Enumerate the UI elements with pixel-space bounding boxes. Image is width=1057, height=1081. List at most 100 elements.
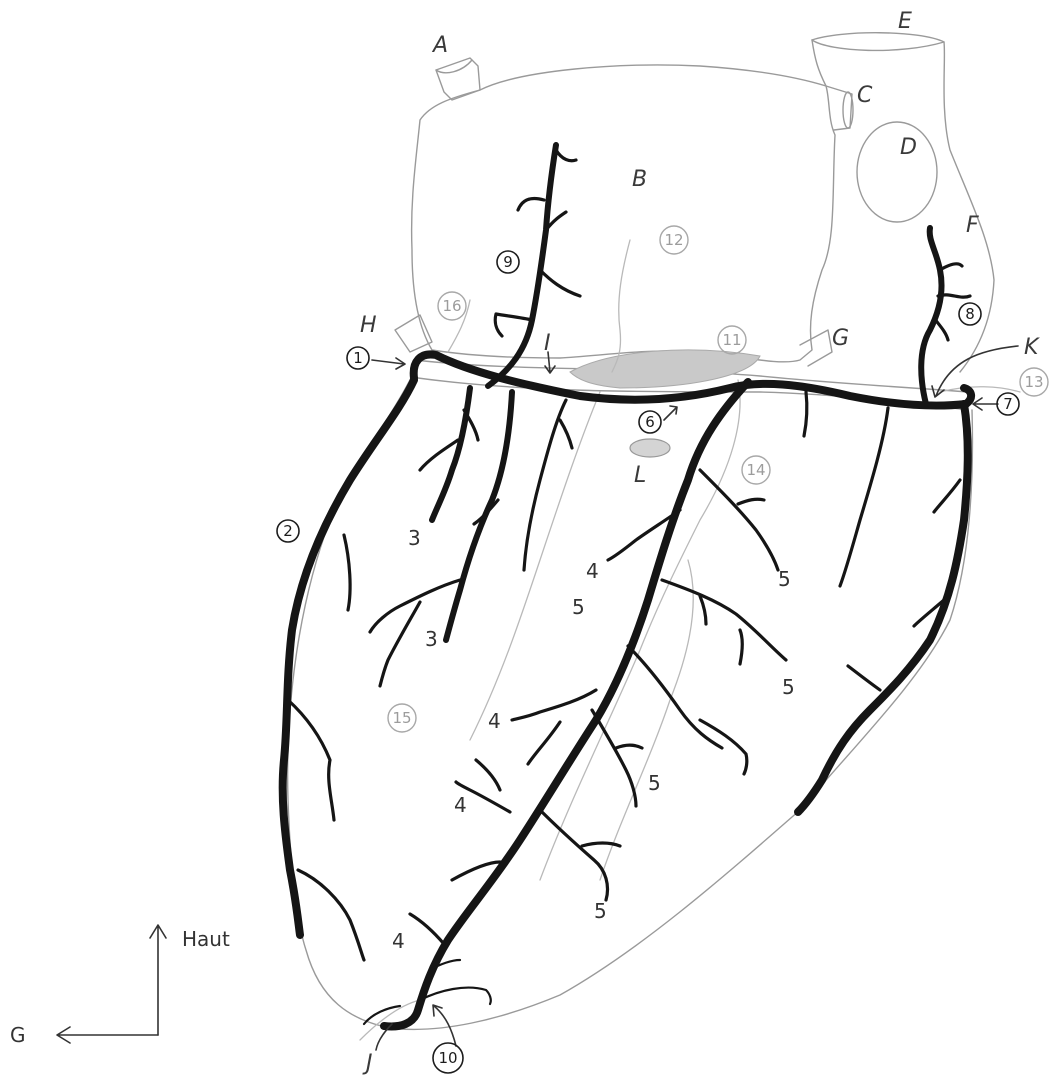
artery-2-marginal xyxy=(283,380,414,935)
artery-9-branch-e xyxy=(556,150,576,161)
label-d: D xyxy=(900,135,917,160)
svg-text:6: 6 xyxy=(645,413,655,431)
mark-4-b: 4 xyxy=(488,709,501,733)
number-9: 9 xyxy=(497,251,519,273)
number-11: 11 xyxy=(718,326,746,354)
label-k: K xyxy=(1024,335,1040,360)
artery-7-right-marginal xyxy=(798,404,968,812)
artery-5-c xyxy=(628,646,722,748)
mark-5-d: 5 xyxy=(648,771,661,795)
mark-5-a: 5 xyxy=(778,567,791,591)
number-16: 16 xyxy=(438,292,466,320)
svg-text:11: 11 xyxy=(722,331,741,349)
artery-5-b xyxy=(662,580,786,660)
svg-text:9: 9 xyxy=(503,253,513,271)
svg-text:15: 15 xyxy=(392,709,411,727)
svg-text:10: 10 xyxy=(438,1049,457,1067)
label-e: E xyxy=(898,9,912,34)
mark-4-a: 4 xyxy=(586,559,599,583)
leader-1 xyxy=(372,358,405,369)
vessel-a-lumen xyxy=(436,60,472,73)
artery-2-branch-b xyxy=(288,700,334,820)
artery-groove-branch-a xyxy=(840,408,888,586)
artery-8-branch-c xyxy=(940,264,962,270)
oval-l xyxy=(630,439,670,457)
number-15: 15 xyxy=(388,704,416,732)
label-a: A xyxy=(431,33,448,58)
heart-outline xyxy=(288,33,1020,1040)
artery-4-c-twig xyxy=(476,760,500,790)
svg-text:14: 14 xyxy=(746,461,765,479)
artery-4-b xyxy=(512,690,596,720)
svg-text:13: 13 xyxy=(1024,373,1043,391)
mark-5-e: 5 xyxy=(594,899,607,923)
vessel-g-outline xyxy=(800,330,832,366)
vessel-e-rim xyxy=(812,40,944,50)
vessel-15-faint xyxy=(470,392,600,740)
artery-5-a xyxy=(700,470,778,570)
number-14: 14 xyxy=(742,456,770,484)
artery-diagonal-a-twig xyxy=(560,420,572,448)
artery-7-branch-b xyxy=(848,666,880,690)
mark-4-d: 4 xyxy=(392,929,405,953)
number-6: 6 xyxy=(639,411,661,433)
vessel-h-outline xyxy=(395,315,432,352)
number-10: 10 xyxy=(433,1043,463,1073)
artery-5-a-twig xyxy=(738,499,764,504)
artery-4-d xyxy=(410,914,444,944)
number-1: 1 xyxy=(347,347,369,369)
svg-text:7: 7 xyxy=(1003,395,1013,413)
label-l: L xyxy=(634,463,646,488)
number-8: 8 xyxy=(959,303,981,325)
artery-apex-twig-a xyxy=(420,988,491,1004)
artery-3-lower-twig-a xyxy=(370,580,460,632)
svg-text:16: 16 xyxy=(442,297,461,315)
number-2: 2 xyxy=(277,520,299,542)
artery-apex-twig-b xyxy=(364,1006,400,1024)
artery-groove-branch-c xyxy=(934,480,960,512)
svg-text:8: 8 xyxy=(965,305,975,323)
mark-3-a: 3 xyxy=(408,526,421,550)
artery-8-atrial xyxy=(921,228,941,404)
mark-4-c: 4 xyxy=(454,793,467,817)
oval-d xyxy=(857,122,937,222)
artery-5-d xyxy=(592,710,636,806)
artery-5-c-twig xyxy=(700,720,747,774)
leader-10 xyxy=(433,1005,456,1046)
vessel-e-left xyxy=(812,40,826,86)
number-12: 12 xyxy=(660,226,688,254)
leader-7 xyxy=(973,398,998,410)
artery-2-branch-c xyxy=(298,870,364,960)
number-7: 7 xyxy=(997,393,1019,415)
leader-6 xyxy=(664,406,677,420)
axis-left-label: G xyxy=(10,1023,26,1047)
artery-3-lower xyxy=(446,392,512,640)
label-g: G xyxy=(832,326,849,351)
artery-8-branch-b xyxy=(934,318,948,340)
vessel-a-outline xyxy=(436,58,480,100)
artery-5-b-twig2 xyxy=(740,630,742,664)
svg-text:1: 1 xyxy=(353,349,363,367)
axis-horizontal xyxy=(57,1027,158,1043)
number-13: 13 xyxy=(1020,368,1048,396)
axis-up-label: Haut xyxy=(182,927,230,951)
leader-k xyxy=(932,346,1018,397)
label-h: H xyxy=(360,313,377,338)
label-c: C xyxy=(857,83,873,108)
artery-9-branch-b xyxy=(540,270,580,296)
svg-text:12: 12 xyxy=(664,231,683,249)
axis-vertical xyxy=(150,925,166,1035)
svg-text:2: 2 xyxy=(283,522,293,540)
atria-outline xyxy=(412,65,835,362)
artery-5-b-twig xyxy=(700,596,706,624)
branch-marks: 3 3 4 4 4 4 5 5 5 5 5 xyxy=(392,526,795,953)
artery-2-branch-a xyxy=(344,535,350,610)
artery-9-branch-d xyxy=(518,198,544,210)
mark-5-c: 5 xyxy=(782,675,795,699)
mark-5-b: 5 xyxy=(572,595,585,619)
artery-5-d-twig xyxy=(616,745,642,748)
ventricle-outline xyxy=(288,376,973,1029)
orientation-axes: Haut G xyxy=(10,925,230,1047)
artery-groove-branch-b xyxy=(804,392,807,436)
